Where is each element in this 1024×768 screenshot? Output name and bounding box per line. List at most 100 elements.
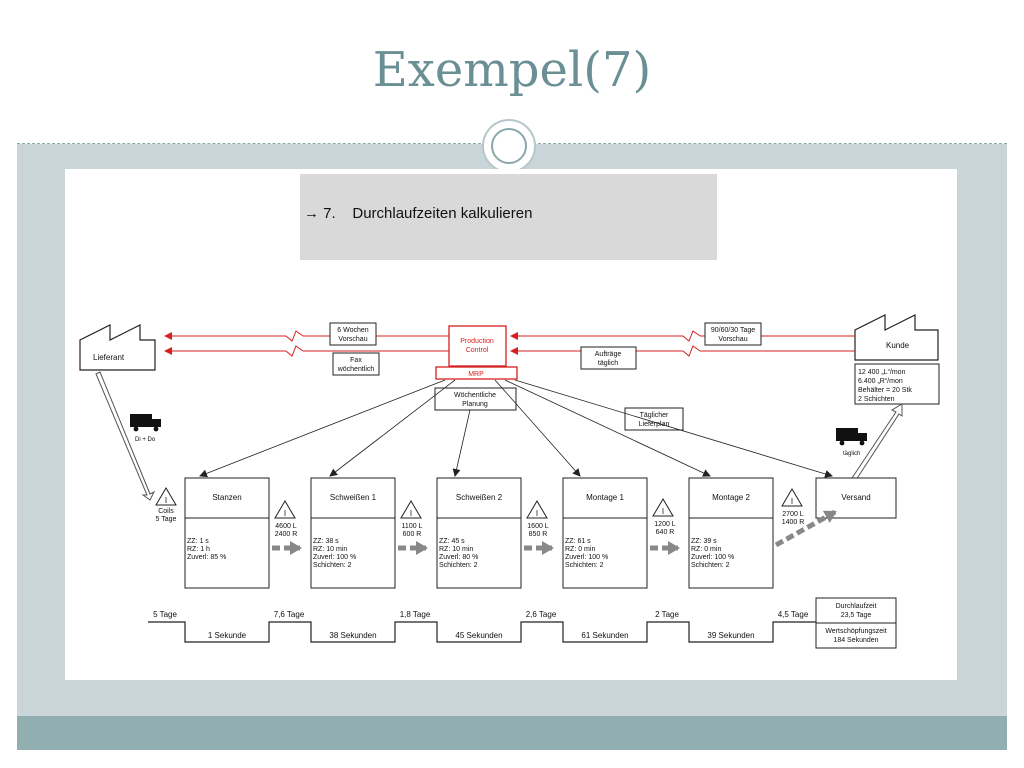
inbound-shipment-arrow [95,371,156,501]
process-name: Schweißen 2 [456,493,503,502]
value-add-label: Wertschöpfungszeit [825,628,886,635]
process-data: ZZ: 61 s [565,538,591,545]
customer-forecast-label: 90/60/30 Tage [711,327,755,334]
inventory-label: 600 R [403,531,422,538]
process-name: Stanzen [212,493,241,502]
process-stanzen: Stanzen ZZ: 1 s RZ: 1 h Zuverl: 85 % [184,477,270,589]
customer-data-line: 2 Schichten [858,396,895,403]
timeline-wait: 2 Tage [655,610,679,619]
production-control-label: Control [466,347,489,354]
timeline-process: 38 Sekunden [329,631,376,640]
inventory-label: 5 Tage [156,516,177,523]
slide-title: Exempel(7) [372,42,652,98]
process-data: RZ: 10 min [439,546,473,553]
bottom-band [17,716,1007,750]
process-data: Schichten: 2 [565,562,604,569]
weekly-planning-box [434,387,517,411]
timeline-wait: 7,6 Tage [274,610,305,619]
outbound-truck-label: täglich [843,451,860,457]
inventory-triangle-icon [526,500,548,519]
inbound-truck-icon [130,414,161,432]
supplier-fax-label: Fax [350,357,362,364]
process-schweissen-2: Schweißen 2 ZZ: 45 s RZ: 10 min Zuverl: … [436,477,522,589]
inbound-truck-label: Di + Do [135,437,156,443]
process-data: RZ: 0 min [565,546,595,553]
timeline-process: 1 Sekunde [208,631,247,640]
outbound-truck-icon [836,428,867,446]
process-data: ZZ: 38 s [313,538,339,545]
inventory-label: 1100 L [402,523,423,530]
inventory-triangle-icon [400,500,422,519]
process-data: Zuverl: 100 % [313,554,356,561]
process-data: ZZ: 45 s [439,538,465,545]
customer-data-line: 12 400 „L“/mon [858,369,906,376]
customer-forecast-label: Vorschau [718,336,747,343]
process-montage-2: Montage 2 ZZ: 39 s RZ: 0 min Zuverl: 100… [688,477,774,589]
timeline-process: 61 Sekunden [581,631,628,640]
customer-data-line: 6.400 „R“/mon [858,378,903,385]
lead-time-box [815,597,897,624]
process-name: Montage 1 [586,493,624,502]
title-ornament-inner [491,128,527,164]
timeline-process: 45 Sekunden [455,631,502,640]
inventory-label: 4600 L [275,523,297,530]
process-data: Zuverl: 85 % [187,554,226,561]
inventory-label: 1600 L [527,523,549,530]
inventory-symbol: I [536,509,538,518]
push-arrows [272,509,837,555]
process-data: Schichten: 2 [313,562,352,569]
daily-plan-label: Täglicher [640,412,669,419]
customer-label: Kunde [886,341,910,350]
supplier-label: Lieferant [93,353,125,362]
value-add-value: 184 Sekunden [833,637,878,644]
step-heading-box [300,174,717,260]
timeline-ladder [148,621,816,643]
process-data: ZZ: 39 s [691,538,717,545]
production-control-box [448,325,507,367]
timeline-wait: 1,8 Tage [400,610,431,619]
customer-data-line: Behälter = 20 Stk [858,387,912,394]
inventory-label: 640 R [656,529,675,536]
timeline-wait: 4,5 Tage [778,610,809,619]
inventory-triangle-icon [155,487,177,506]
inventory-label: 1200 L [654,521,676,528]
step-heading: → 7. Durchlaufzeiten kalkulieren [304,205,532,222]
lead-time-label: Durchlaufzeit [836,603,877,610]
process-name: Montage 2 [712,493,750,502]
inventory-symbol: I [791,497,793,506]
inventory-symbol: I [284,509,286,518]
inventory-triangle-icon [274,500,296,519]
supplier-forecast-label: 6 Wochen [337,327,368,334]
customer-orders-label: täglich [598,360,618,367]
timeline-process: 39 Sekunden [707,631,754,640]
supplier-fax-label: wöchentlich [337,366,375,373]
timeline-wait: 5 Tage [153,610,177,619]
customer-data-box [854,363,940,405]
inventory-symbol: I [410,509,412,518]
weekly-planning-label: Wöchentliche [454,392,496,399]
inventory-label: 2700 L [782,511,804,518]
value-add-box [815,622,897,649]
title-ornament-icon [482,119,536,173]
process-data: Schichten: 2 [439,562,478,569]
inventory-triangle-icon [781,488,803,507]
supplier-factory-icon [79,324,156,371]
process-data: ZZ: 1 s [187,538,209,545]
process-data: Schichten: 2 [691,562,730,569]
process-data: Zuverl: 100 % [691,554,734,561]
process-name: Schweißen 1 [330,493,377,502]
schedule-flow-arrows [199,379,833,478]
timeline-wait: 2,6 Tage [526,610,557,619]
customer-factory-icon [854,314,939,361]
production-control-label: Production [460,338,494,345]
inventory-symbol: I [662,507,664,516]
process-data: RZ: 1 h [187,546,210,553]
process-data: RZ: 10 min [313,546,347,553]
daily-plan-box [624,407,684,431]
inventory-label: Coils [158,508,174,515]
process-data: Zuverl: 80 % [439,554,478,561]
inventory-symbol: I [165,496,167,505]
supplier-fax-box [332,352,380,376]
mrp-box [435,366,518,380]
